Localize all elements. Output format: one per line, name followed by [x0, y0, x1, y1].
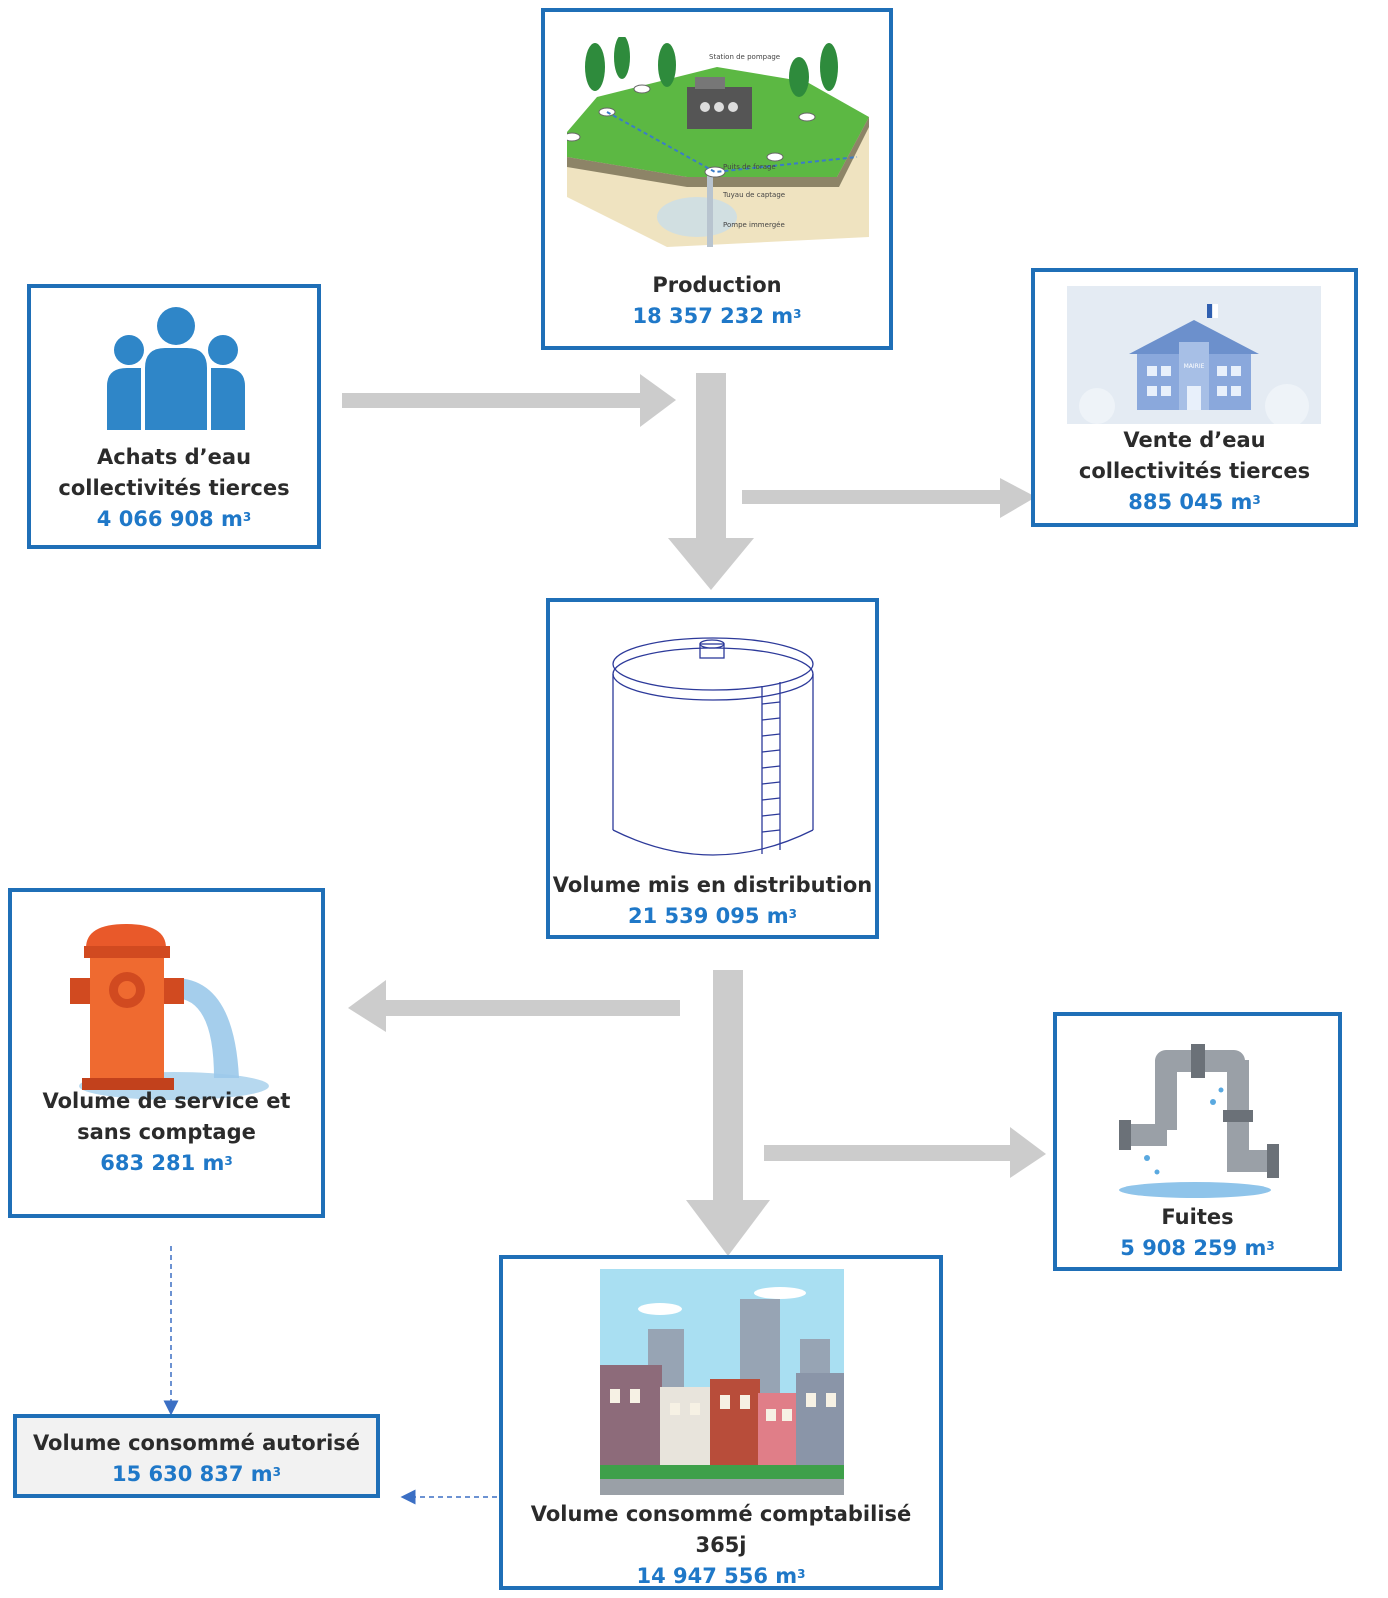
fuites-label: Fuites [1161, 1205, 1234, 1229]
vente-label-line2: collectivités tierces [1078, 459, 1311, 483]
distribution-label: Volume mis en distribution [552, 873, 873, 897]
station-caption: Station de pompage [709, 53, 780, 61]
fuites-value: 5 908 259 m3 [1120, 1236, 1275, 1260]
achats-value: 4 066 908 m3 [96, 507, 252, 531]
puits-caption: Puits de forage [723, 163, 776, 171]
production-value: 18 357 232 m3 [632, 304, 802, 328]
vente-label-line1: Vente d’eau [1123, 428, 1266, 452]
distribution-node: Volume mis en distribution 21 539 095 m3 [546, 598, 879, 939]
arrow-production-to-distribution [668, 373, 754, 590]
service-value: 683 281 m3 [100, 1151, 233, 1175]
tuyau-caption: Tuyau de captage [722, 191, 785, 199]
arrow-distribution-to-comptabilise [686, 970, 770, 1256]
group-of-people-icon [107, 307, 245, 430]
comptabilise-label: Volume consommé comptabilisé 365j [530, 1502, 912, 1557]
leaking-pipe-icon [1119, 1044, 1279, 1198]
service-label-line1: Volume de service et [42, 1089, 291, 1113]
pompe-caption: Pompe immergée [723, 221, 785, 229]
production-label: Production [652, 273, 782, 297]
arrow-achats-to-production [342, 374, 676, 427]
achats-label-line2: collectivités tierces [58, 476, 290, 500]
pumping-station-illustration: Station de pompage Puits de forage Tuyau… [567, 37, 869, 247]
fuites-node: Fuites 5 908 259 m3 [1053, 1012, 1342, 1271]
service-node: Volume de service et sans comptage 683 2… [8, 888, 325, 1218]
mairie-sign: MAIRIE [1184, 363, 1205, 370]
vente-value: 885 045 m3 [1128, 490, 1261, 514]
water-tank-illustration [612, 637, 814, 856]
autorise-label: Volume consommé autorisé [32, 1431, 361, 1455]
production-node: Station de pompage Puits de forage Tuyau… [541, 8, 893, 350]
service-label-line2: sans comptage [77, 1120, 256, 1144]
autorise-node: Volume consommé autorisé 15 630 837 m3 [13, 1414, 380, 1498]
arrow-to-fuites [764, 1127, 1046, 1178]
autorise-value: 15 630 837 m3 [111, 1462, 282, 1486]
fire-hydrant-icon [70, 924, 269, 1100]
comptabilise-value: 14 947 556 m3 [636, 1564, 806, 1588]
arrow-to-vente [742, 478, 1036, 518]
achats-node: Achats d’eau collectivités tierces 4 066… [27, 284, 321, 549]
distribution-value: 21 539 095 m3 [627, 904, 798, 928]
comptabilise-node: Volume consommé comptabilisé 365j 14 947… [499, 1255, 943, 1590]
arrow-to-service [348, 980, 680, 1032]
town-hall-illustration: MAIRIE [1067, 286, 1321, 424]
vente-node: MAIRIE Vente d’eau collectivités tierces… [1031, 268, 1358, 527]
city-houses-illustration [600, 1269, 844, 1495]
achats-label-line1: Achats d’eau [96, 445, 252, 469]
